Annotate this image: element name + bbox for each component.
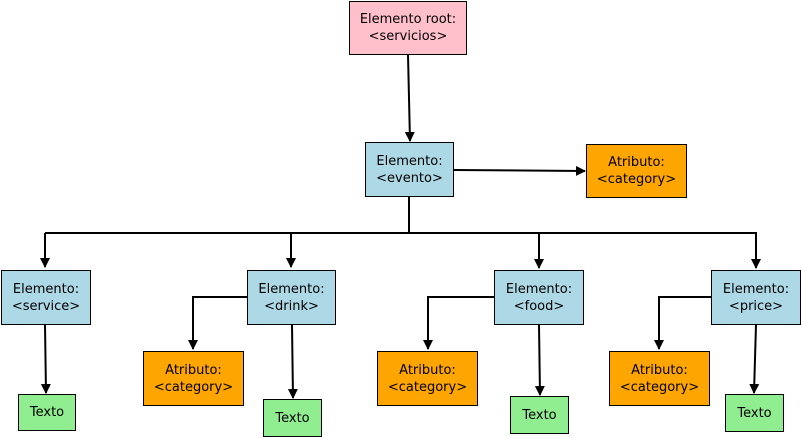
evento-element-title: Elemento: <box>376 153 443 169</box>
price-text-node: Texto <box>725 394 784 432</box>
drink-attribute-title: Atributo: <box>165 362 222 378</box>
drink-attribute-node: Atributo: <category> <box>143 351 244 406</box>
root-element-tag: <servicios> <box>368 29 448 44</box>
food-attribute-title: Atributo: <box>399 362 456 378</box>
edge-drink-text <box>287 324 298 399</box>
price-element-tag: <price> <box>728 298 784 314</box>
evento-element-node: Elemento: <evento> <box>365 142 454 197</box>
edge-food-text <box>534 324 545 396</box>
food-attribute-tag: <category> <box>387 379 468 395</box>
price-attribute-title: Atributo: <box>631 362 688 378</box>
service-element-tag: <service> <box>11 298 81 314</box>
drink-text-node: Texto <box>263 399 322 437</box>
price-attribute-node: Atributo: <category> <box>609 351 710 406</box>
drink-element-title: Elemento: <box>258 281 325 297</box>
food-element-node: Elemento: <food> <box>494 270 584 325</box>
evento-element-tag: <evento> <box>376 170 443 186</box>
drink-element-node: Elemento: <drink> <box>247 270 336 325</box>
edge-evento-attribute <box>453 165 586 176</box>
food-element-tag: <food> <box>513 298 565 314</box>
edge-price-text <box>749 324 760 394</box>
price-text-label: Texto <box>737 405 772 421</box>
food-element-title: Elemento: <box>505 281 573 297</box>
food-text-node: Texto <box>510 396 569 434</box>
edge-food-attribute <box>423 296 494 350</box>
drink-element-tag: <drink> <box>264 298 319 314</box>
evento-attribute-tag: <category> <box>596 172 677 187</box>
service-element-node: Elemento: <service> <box>1 270 91 325</box>
price-attribute-tag: <category> <box>619 379 700 395</box>
food-text-label: Texto <box>522 407 557 423</box>
root-element-title: Elemento root: <box>359 12 457 27</box>
service-element-title: Elemento: <box>12 281 80 297</box>
service-text-label: Texto <box>29 405 65 420</box>
price-element-node: Elemento: <price> <box>711 270 801 325</box>
food-attribute-node: Atributo: <category> <box>377 351 478 406</box>
evento-attribute-title: Atributo: <box>608 155 665 170</box>
edge-service-text <box>40 324 51 394</box>
drink-text-label: Texto <box>275 410 310 426</box>
root-element-node: Elemento root: <servicios> <box>349 1 467 55</box>
drink-attribute-tag: <category> <box>153 379 234 395</box>
price-element-title: Elemento: <box>722 281 790 297</box>
edge-drink-attribute <box>188 296 247 350</box>
edge-price-attribute <box>654 296 711 350</box>
edge-root-evento <box>404 54 415 142</box>
service-text-node: Texto <box>18 394 76 431</box>
evento-attribute-node: Atributo: <category> <box>586 144 687 198</box>
